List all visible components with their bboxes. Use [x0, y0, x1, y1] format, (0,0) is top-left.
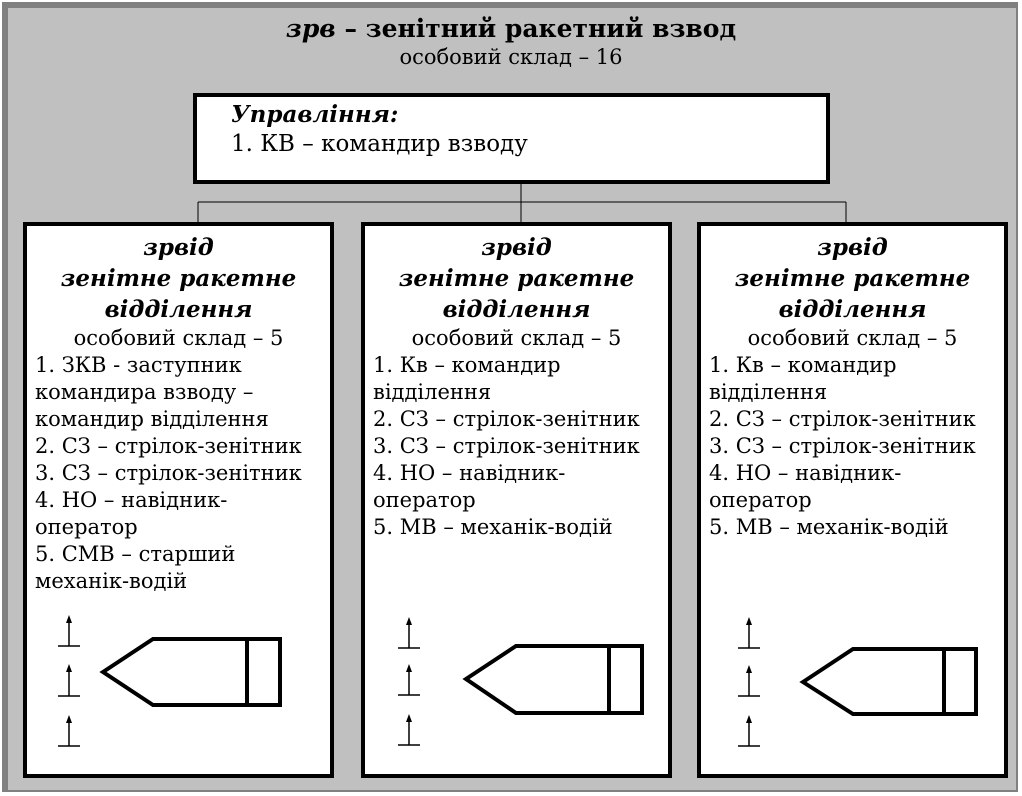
squad-name-line-1: зенітне ракетне — [734, 265, 971, 292]
roster-item: 5. МВ – механік-водій — [709, 515, 949, 539]
management-title: Управління: — [231, 101, 399, 128]
unit-strength: особовий склад – 16 — [399, 45, 623, 69]
squad-abbreviation: зрвід — [817, 234, 888, 261]
roster-item: 1. ЗКВ - заступник командира взводу – ко… — [35, 353, 269, 431]
manpad-soldier-icon — [398, 617, 420, 649]
roster-item: 4. НО – навідник- оператор — [35, 488, 228, 539]
diagram-title: зрв – зенітний ракетний взвод — [0, 14, 1022, 44]
manpad-soldier-icon — [398, 714, 420, 746]
squad-box-3: зрвід зенітне ракетне відділення особови… — [697, 222, 1008, 778]
squad-roster: 1. Кв – командир відділення 2. СЗ – стрі… — [365, 352, 668, 541]
roster-item: 2. СЗ – стрілок-зенітник — [373, 407, 640, 431]
squad-symbols — [58, 615, 282, 747]
roster-item: 1. Кв – командир відділення — [373, 353, 561, 404]
manpad-soldier-icon — [58, 715, 80, 747]
unit-name: – зенітний ракетний взвод — [335, 14, 737, 43]
manpad-soldier-icon — [398, 664, 420, 696]
manpad-soldier-icon — [738, 617, 760, 649]
manpad-soldier-icon — [58, 664, 80, 697]
squad-symbols — [738, 617, 978, 747]
squad-roster: 1. ЗКВ - заступник командира взводу – ко… — [27, 352, 330, 595]
roster-item: 3. СЗ – стрілок-зенітник — [373, 434, 640, 458]
squad-header: зрвід зенітне ракетне відділення — [365, 232, 668, 325]
squad-strength: особовий склад – 5 — [73, 326, 284, 350]
squad-header: зрвід зенітне ракетне відділення — [701, 232, 1004, 325]
squad-roster: 1. Кв – командир відділення 2. СЗ – стрі… — [701, 352, 1004, 541]
roster-item: 2. СЗ – стрілок-зенітник — [35, 434, 302, 458]
org-connector-lines — [197, 184, 847, 222]
squad-box-1: зрвід зенітне ракетне відділення особови… — [23, 222, 334, 778]
roster-item: 4. НО – навідник- оператор — [709, 461, 902, 512]
roster-item: 1. Кв – командир відділення — [709, 353, 897, 404]
squad-strength: особовий склад – 5 — [747, 326, 958, 350]
squad-box-2: зрвід зенітне ракетне відділення особови… — [361, 222, 672, 778]
squad-abbreviation: зрвід — [481, 234, 552, 261]
management-item: 1. КВ – командир взводу — [231, 131, 528, 157]
manpad-soldier-icon — [738, 715, 760, 747]
management-box: Управління: 1. КВ – командир взводу — [193, 93, 830, 184]
roster-item: 3. СЗ – стрілок-зенітник — [709, 434, 976, 458]
roster-item: 5. СМВ – старший механік-водій — [35, 542, 236, 593]
squad-header: зрвід зенітне ракетне відділення — [27, 232, 330, 325]
roster-item: 5. МВ – механік-водій — [373, 515, 613, 539]
squad-name-line-2: відділення — [442, 296, 591, 323]
squad-abbreviation: зрвід — [143, 234, 214, 261]
squad-strength: особовий склад – 5 — [411, 326, 622, 350]
manpad-soldier-icon — [738, 665, 760, 697]
squad-name-line-1: зенітне ракетне — [398, 265, 635, 292]
unit-abbreviation: зрв — [285, 14, 336, 43]
squad-symbols — [398, 617, 644, 746]
roster-item: 4. НО – навідник- оператор — [373, 461, 566, 512]
squad-name-line-1: зенітне ракетне — [60, 265, 297, 292]
squad-name-line-2: відділення — [778, 296, 927, 323]
combat-vehicle-icon — [99, 637, 282, 707]
combat-vehicle-icon — [799, 647, 978, 716]
squad-name-line-2: відділення — [104, 296, 253, 323]
combat-vehicle-icon — [462, 644, 644, 715]
roster-item: 3. СЗ – стрілок-зенітник — [35, 461, 302, 485]
manpad-soldier-icon — [58, 615, 80, 647]
roster-item: 2. СЗ – стрілок-зенітник — [709, 407, 976, 431]
